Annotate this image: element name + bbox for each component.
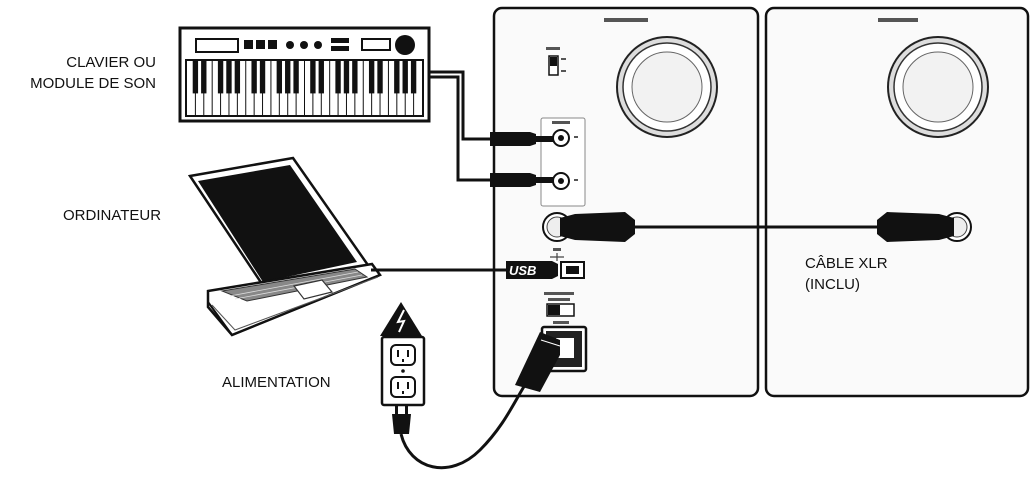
left-speaker-back	[492, 6, 760, 398]
black-key	[293, 61, 299, 94]
black-key	[259, 61, 266, 94]
black-key	[318, 61, 324, 94]
power-label: ALIMENTATION	[222, 374, 331, 391]
power-outlet	[380, 302, 426, 407]
left-speaker-label-mark	[604, 18, 648, 22]
black-key	[234, 61, 241, 94]
black-key	[276, 61, 283, 94]
jack-plug-right	[490, 173, 536, 187]
laptop-computer	[187, 156, 382, 337]
right-speaker-back	[764, 6, 1030, 398]
black-key	[394, 61, 400, 94]
usb-plug-label: USB	[509, 263, 536, 278]
usb-port[interactable]	[550, 248, 585, 279]
black-key	[410, 61, 417, 94]
black-keys	[192, 61, 417, 94]
level-switch[interactable]	[546, 47, 566, 76]
input-jack-left[interactable]	[552, 129, 570, 147]
power-cable	[392, 332, 561, 470]
input-jack-right[interactable]	[552, 172, 570, 190]
black-key	[226, 61, 232, 94]
input-jack-panel	[540, 117, 586, 207]
black-key	[192, 61, 199, 94]
black-key	[310, 61, 316, 94]
xlr-plug-right	[877, 212, 954, 242]
black-key	[285, 61, 291, 94]
xlr-label-line2: (INCLU)	[805, 276, 860, 293]
ground-lift-switch[interactable]	[544, 292, 575, 317]
xlr-plug-left	[560, 212, 635, 242]
xlr-cable-label: CÂBLE XLR (INCLU)	[805, 253, 888, 295]
keyboard-label-line2: MODULE DE SON	[30, 75, 156, 92]
black-key	[251, 61, 257, 94]
keyboard-module	[178, 26, 431, 123]
usb-plug	[506, 261, 558, 279]
black-key	[217, 61, 224, 94]
usb-cable: USB	[371, 261, 558, 279]
jack-plug-left	[490, 132, 536, 146]
laptop-trackpad	[292, 279, 334, 300]
xlr-label-line1: CÂBLE XLR	[805, 255, 888, 272]
laptop-screen	[198, 165, 357, 282]
black-key	[335, 61, 341, 94]
power-plug	[392, 414, 411, 434]
keyboard-label-line1: CLAVIER OU	[66, 54, 156, 71]
keyboard-label: CLAVIER OU MODULE DE SON	[30, 52, 156, 94]
black-key	[343, 61, 350, 94]
high-voltage-icon	[380, 302, 422, 336]
black-key	[352, 61, 358, 94]
computer-label: ORDINATEUR	[63, 207, 162, 224]
black-key	[377, 61, 383, 94]
keyboard-audio-cables	[429, 70, 553, 187]
xlr-cable	[560, 212, 954, 242]
black-key	[201, 61, 207, 94]
iec-plug	[515, 332, 560, 392]
black-key	[368, 61, 375, 94]
black-key	[402, 61, 408, 94]
keyboard-knob	[395, 35, 415, 55]
